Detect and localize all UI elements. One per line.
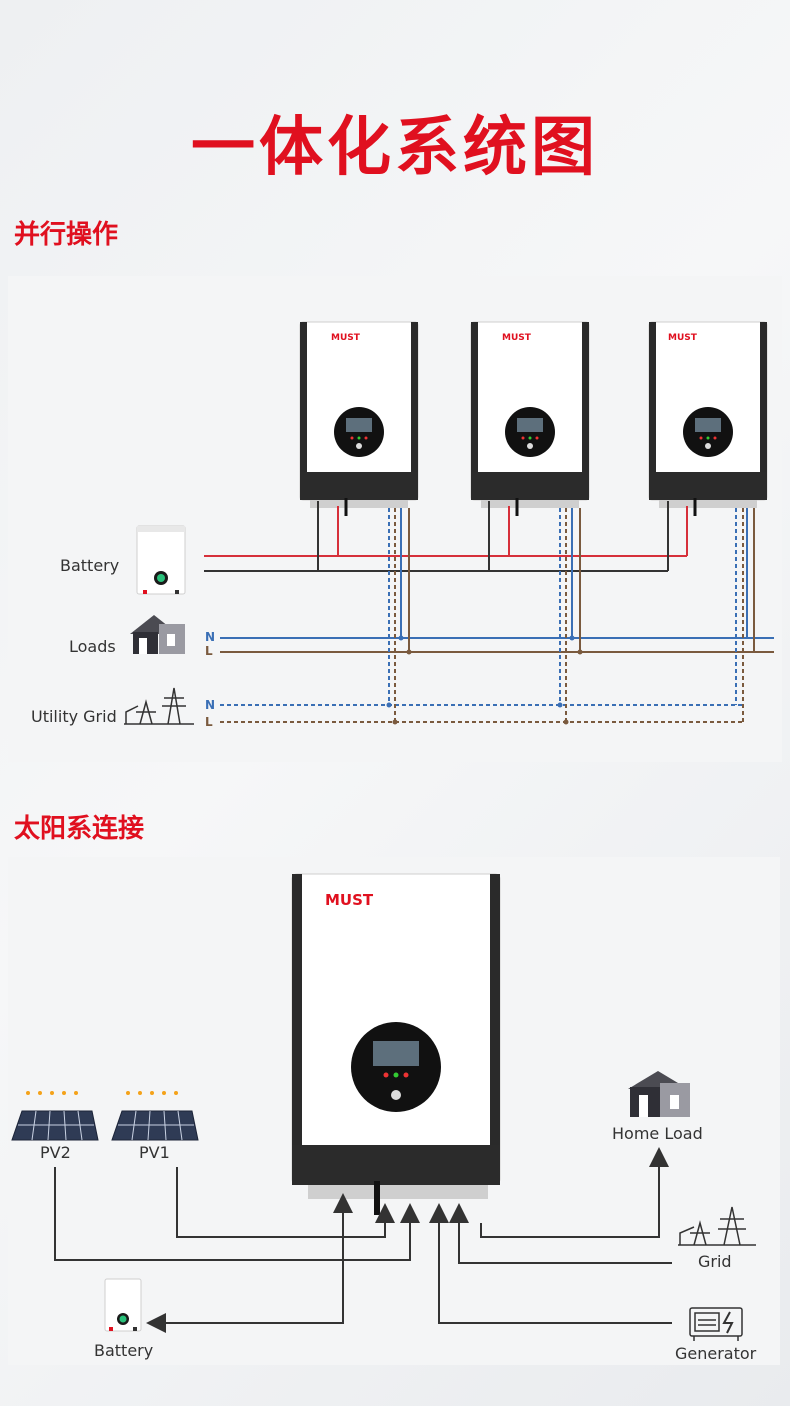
solar-panel-pv1-icon (111, 1091, 199, 1141)
solar-battery-label: Battery (94, 1341, 153, 1360)
generator-wire (429, 1203, 672, 1324)
inverter-2: MUST (470, 321, 590, 509)
pv1-wire (176, 1167, 395, 1238)
inverter-2-brand-logo: MUST (502, 333, 532, 343)
inverter-3: MUST (648, 321, 768, 509)
solar-heading: 太阳系连接 (14, 814, 145, 844)
solar-diagram: MUST PV2 PV1 Home Load (11, 873, 757, 1363)
parallel-heading: 并行操作 (14, 220, 119, 250)
house-icon (130, 615, 185, 654)
pv2-label: PV2 (40, 1143, 71, 1162)
page-title: 一体化系统图 (191, 111, 599, 185)
home-load-label: Home Load (612, 1124, 703, 1143)
loads-n-label: N (205, 630, 215, 644)
inverter-3-brand-logo: MUST (668, 333, 698, 343)
loads-l-label: L (205, 644, 213, 658)
grid-tower-icon (678, 1206, 756, 1246)
home-load-icon (628, 1071, 690, 1117)
battery-wiring (204, 498, 697, 572)
generator-label: Generator (675, 1344, 757, 1363)
grid-n-label: N (205, 698, 215, 712)
power-tower-icon (124, 687, 194, 725)
solar-battery-icon (104, 1278, 142, 1332)
connection-wires (54, 1147, 672, 1333)
parallel-diagram-panel: MUST MUST MUST (8, 276, 782, 762)
generator-icon (689, 1307, 743, 1341)
solar-diagram-panel: MUST PV2 PV1 Home Load (8, 857, 780, 1365)
inverter-1-brand-logo: MUST (331, 333, 361, 343)
parallel-diagram: MUST MUST MUST (31, 321, 774, 729)
loads-wiring (220, 508, 774, 655)
battery-icon (136, 525, 186, 595)
grid-label: Grid (698, 1252, 732, 1271)
main-inverter-brand-logo: MUST (325, 891, 374, 909)
grid-wire (449, 1203, 672, 1264)
pv1-label: PV1 (139, 1143, 170, 1162)
utility-grid-label: Utility Grid (31, 707, 117, 726)
home-load-wire (480, 1147, 669, 1238)
battery-wire (146, 1213, 344, 1333)
grid-l-label: L (205, 715, 213, 729)
loads-label: Loads (69, 637, 116, 656)
solar-panel-pv2-icon (11, 1091, 99, 1141)
main-inverter: MUST (291, 873, 501, 1215)
inverter-1: MUST (299, 321, 419, 509)
battery-label: Battery (60, 556, 119, 575)
grid-wiring (220, 508, 744, 723)
pv2-wire (54, 1167, 420, 1261)
